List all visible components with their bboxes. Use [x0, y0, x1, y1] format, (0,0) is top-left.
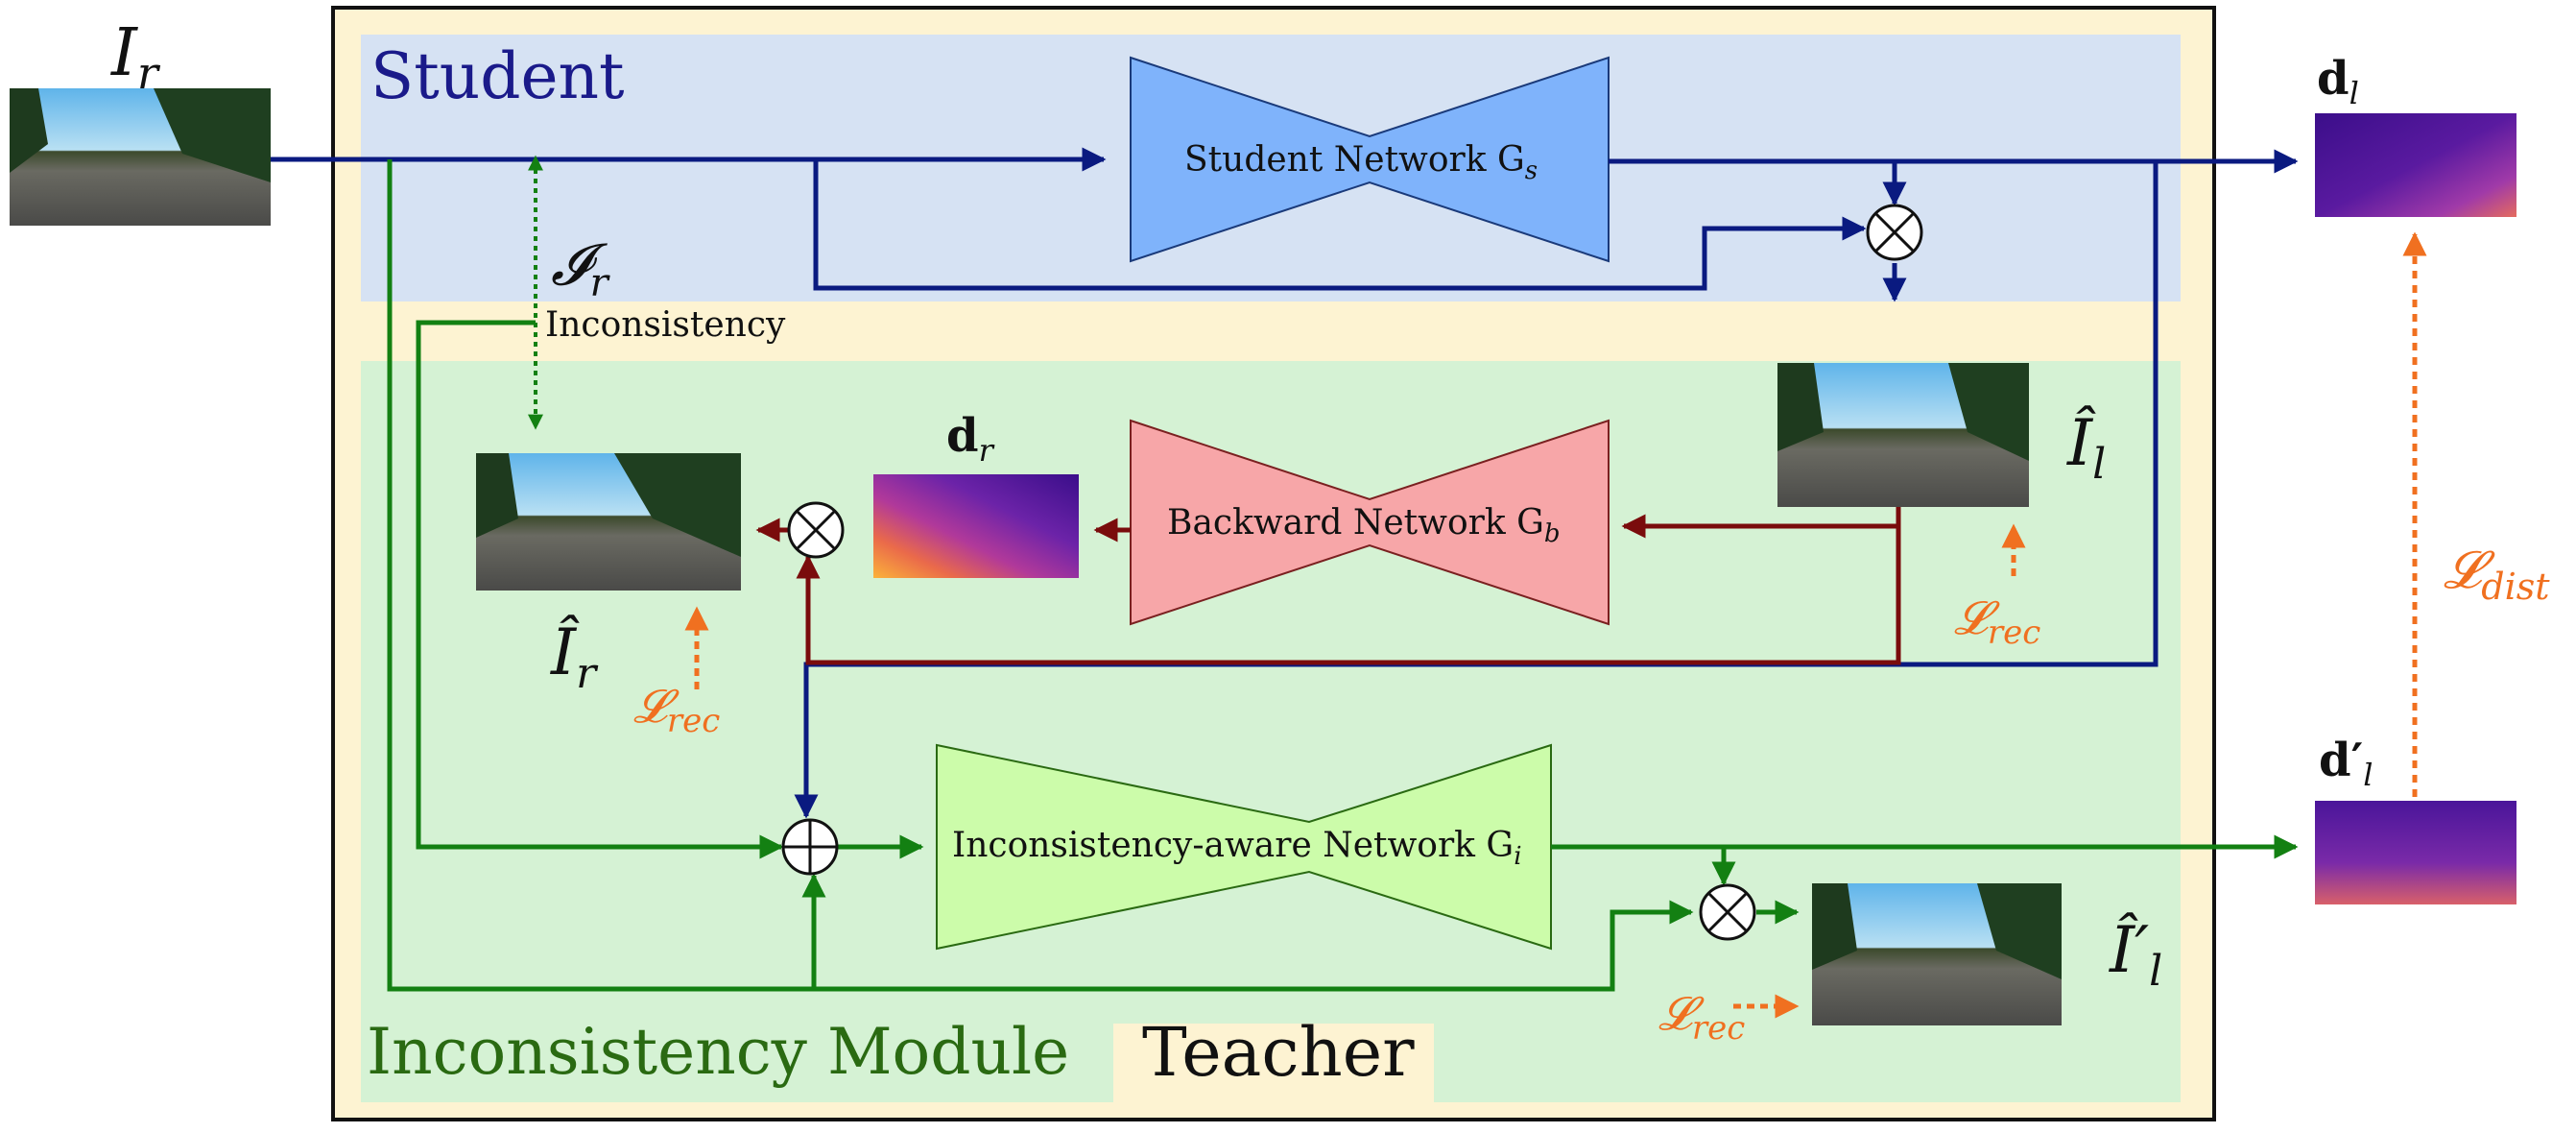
reconstructed-image-il-hat — [1777, 363, 2029, 507]
dl-prime-label: d′l — [2319, 734, 2373, 793]
add-operator — [781, 818, 839, 876]
dl-label: dl — [2317, 52, 2359, 111]
multiply-operator-backward — [787, 501, 845, 559]
depth-map-dl — [2315, 113, 2516, 217]
depth-map-dr — [873, 474, 1079, 578]
dr-label: dr — [946, 409, 995, 469]
backward-network-label: Backward Network Gb — [1167, 503, 1561, 548]
input-image-ir — [10, 88, 271, 226]
inconsistency-network-label: Inconsistency-aware Network Gi — [952, 826, 1522, 871]
multiply-operator-student — [1866, 204, 1923, 261]
ir-hat-label: Îr — [550, 615, 599, 698]
il-hat-label: Îl — [2066, 406, 2106, 489]
input-image-label: Ir — [109, 15, 161, 99]
il-hat-prime-label: Î′l — [2109, 913, 2162, 996]
student-title: Student — [370, 39, 625, 113]
inconsistency-module-title: Inconsistency Module — [367, 1015, 1069, 1089]
multiply-operator-inconsistency — [1699, 883, 1756, 941]
inconsistency-label: Inconsistency — [545, 305, 786, 345]
inconsistency-network-shape — [936, 743, 1552, 951]
reconstructed-image-ir-hat — [476, 453, 741, 591]
teacher-title: Teacher — [1142, 1013, 1415, 1092]
reconstructed-image-il-hat-prime — [1812, 883, 2062, 1025]
depth-map-dl-prime — [2315, 801, 2516, 904]
teacher-label-patch — [1113, 1024, 1434, 1102]
loss-dist-label: 𝓛dist — [2444, 540, 2550, 608]
backward-network-shape — [1130, 419, 1610, 626]
student-network-shape — [1130, 56, 1610, 263]
student-network-label: Student Network Gs — [1184, 140, 1538, 185]
